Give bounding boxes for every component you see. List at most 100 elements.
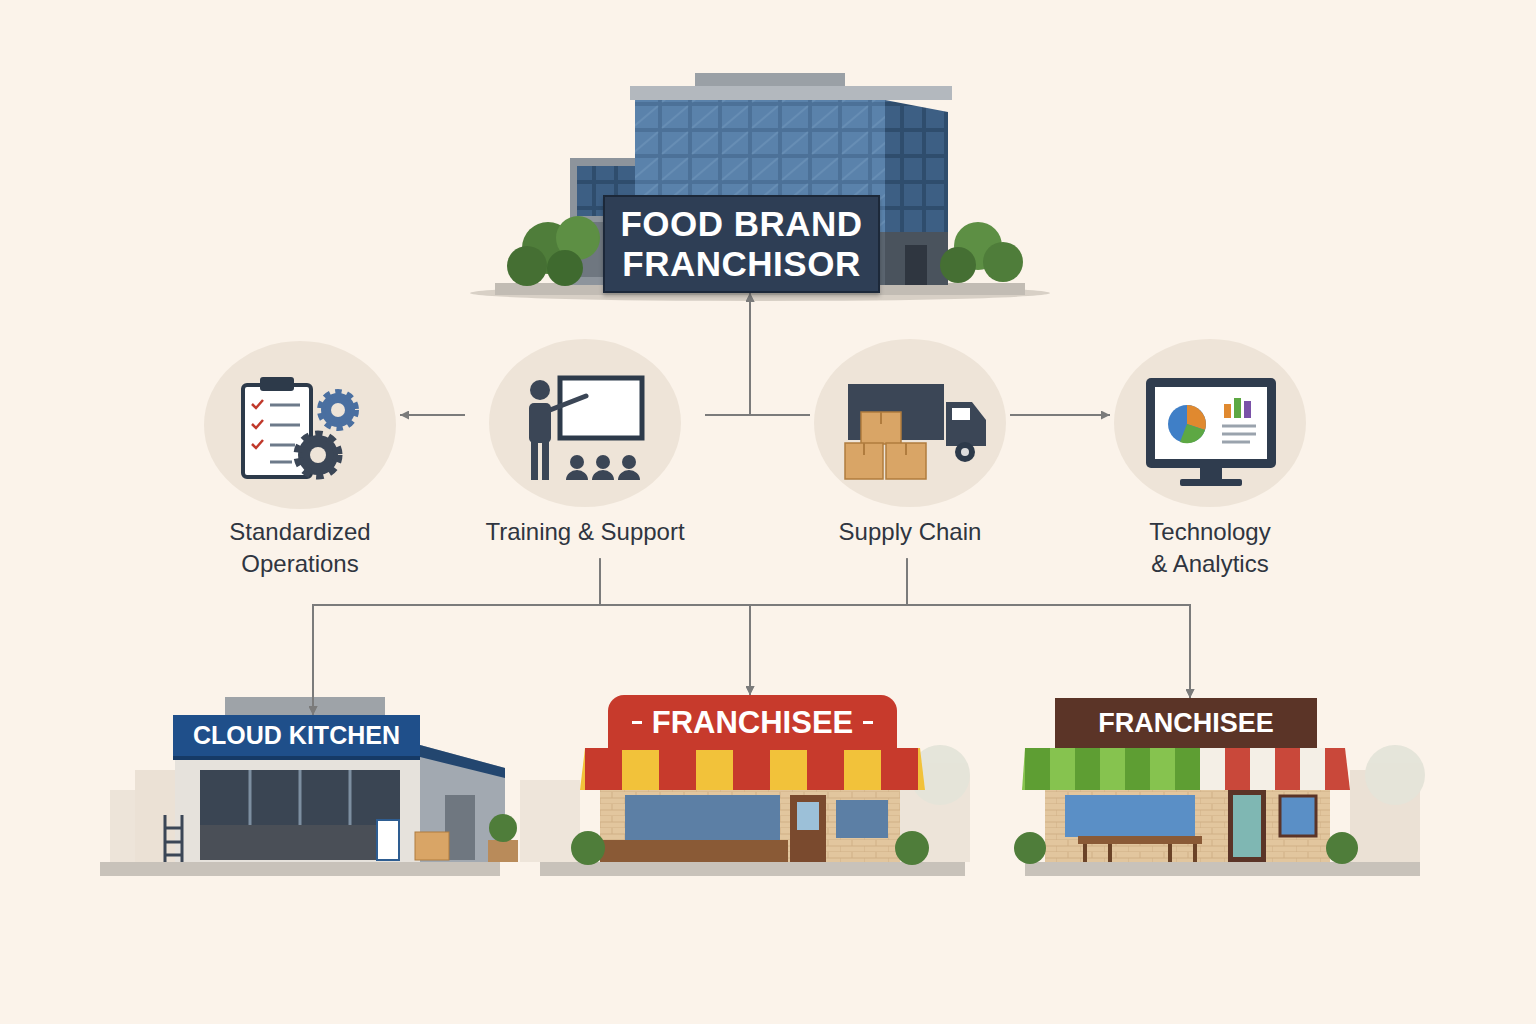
service-label: Standardized Operations (215, 516, 385, 581)
franchisee-shop (1280, 796, 1316, 836)
service-circle-backgrounds (489, 339, 681, 507)
service-circle: Standardized Operations (200, 330, 400, 591)
monitor-chart-icon (1200, 468, 1222, 480)
franchisee-shop (836, 800, 888, 838)
sign-label: FRANCHISEE (652, 705, 854, 741)
cloud-kitchen-building (165, 697, 518, 862)
trainer-icon (529, 378, 642, 480)
franchisee-shop (1078, 836, 1202, 844)
monitor-chart-icon (1180, 479, 1242, 486)
pavement (100, 862, 500, 876)
flow-arrow (750, 293, 810, 415)
service-circle-backgrounds (1114, 339, 1306, 507)
monitor-chart-icon (1146, 378, 1276, 486)
franchisee-shop (571, 748, 929, 865)
checklist-gears-icon (243, 377, 355, 477)
tree (940, 247, 976, 283)
cloud-kitchen-building (200, 770, 400, 825)
franchisee-shop (790, 795, 826, 862)
truck-icon (864, 412, 906, 455)
flow-arrow (705, 293, 750, 415)
franchisee-shop (1022, 748, 1200, 790)
franchisee-shop (580, 748, 925, 790)
franchisee-shop (895, 831, 929, 865)
flow-arrow (907, 558, 1190, 698)
cloud-kitchen-building (165, 815, 182, 862)
franchisee-shop (571, 831, 605, 865)
franchisee-sign: FRANCHISEE (608, 695, 897, 750)
trainer-icon (530, 380, 550, 400)
monitor-chart-icon (1180, 424, 1205, 443)
cloud-kitchen-building (489, 814, 517, 842)
cloud-kitchen-building (250, 770, 350, 825)
tree (507, 246, 547, 286)
trainer-icon (531, 440, 538, 480)
flow-arrow (600, 558, 1190, 698)
truck-icon (961, 448, 969, 456)
trainer-icon (622, 455, 636, 469)
tree (547, 250, 583, 286)
franchisee-shop (1014, 748, 1358, 864)
headquarters-building (630, 86, 952, 100)
pavement (100, 862, 1420, 876)
service-label: Supply Chain (812, 516, 1008, 548)
trainer-icon (550, 396, 586, 410)
trainer-icon (566, 470, 640, 480)
cloud-kitchen-sign: CLOUD KITCHEN (173, 715, 420, 760)
checklist-gears-icon (321, 393, 355, 427)
franchisee-shop (797, 802, 819, 830)
franchisee-shop (1233, 795, 1261, 857)
tree (983, 242, 1023, 282)
trainer-icon (596, 455, 610, 469)
trainer-icon (542, 440, 549, 480)
monitor-chart-icon (1234, 398, 1241, 418)
truck-icon (946, 402, 986, 446)
service-label: Technology & Analytics (1140, 516, 1280, 581)
truck-icon (845, 384, 986, 479)
pavement (1025, 862, 1420, 876)
service-circle: Technology & Analytics (1110, 330, 1310, 591)
flow-arrow (313, 558, 600, 715)
headquarters-building (885, 100, 948, 285)
cloud-kitchen-building (488, 840, 518, 862)
sign-label: FRANCHISEE (1098, 708, 1274, 739)
cloud-kitchen-building (415, 832, 449, 860)
trainer-icon (529, 403, 551, 443)
cloud-kitchen-building (377, 820, 399, 860)
headquarters-building (905, 245, 927, 285)
checklist-gears-icon (260, 377, 294, 391)
checklist-gears-icon (331, 403, 345, 417)
checklist-gears-icon (298, 435, 338, 475)
franchisor-sign: FOOD BRAND FRANCHISOR (603, 195, 880, 293)
flow-arrow (400, 414, 465, 416)
trainer-icon (570, 455, 584, 469)
background-skyline (110, 745, 1425, 862)
monitor-chart-icon (1244, 401, 1251, 418)
franchisee-shop (600, 840, 788, 862)
monitor-chart-icon (1155, 387, 1267, 459)
trainer-icon (560, 378, 642, 438)
headquarters-building (470, 73, 1050, 301)
cloud-kitchen-building (420, 745, 505, 778)
service-circle: Training & Support (465, 330, 705, 558)
franchisee-shop (1085, 844, 1195, 862)
franchisee-shop (1200, 748, 1350, 790)
franchisee-shop (1045, 790, 1330, 862)
sign-label: FOOD BRAND FRANCHISOR (615, 204, 868, 285)
franchisee-shop (1326, 832, 1358, 864)
background-skyline (520, 780, 580, 862)
cloud-kitchen-building (200, 825, 400, 860)
monitor-chart-icon (1224, 404, 1231, 418)
flow-arrow (1010, 414, 1110, 416)
franchisee-shop (1228, 790, 1266, 862)
cloud-kitchen-building (175, 745, 423, 862)
flow-arrow (750, 558, 907, 695)
service-circle-backgrounds (204, 339, 1306, 509)
franchisee-shop (1014, 832, 1046, 864)
service-circle-backgrounds (814, 339, 1006, 507)
service-label: Training & Support (467, 516, 703, 548)
checklist-gears-icon (310, 447, 326, 463)
monitor-chart-icon (1146, 378, 1276, 468)
